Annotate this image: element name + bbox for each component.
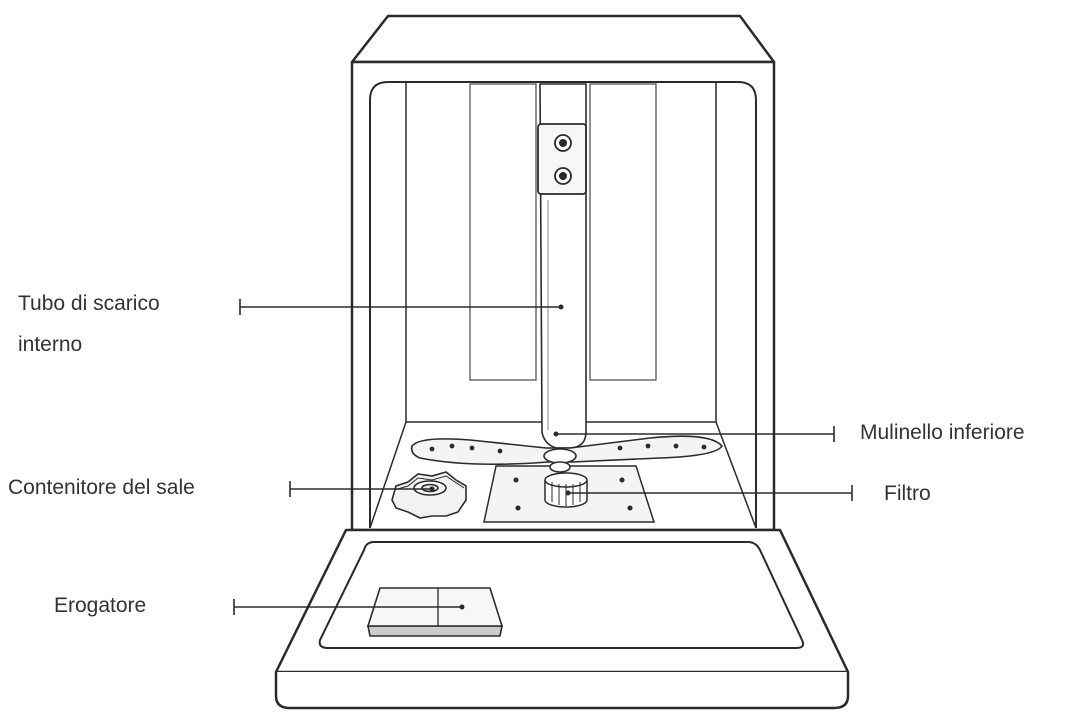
internal-drain-tube [537,83,587,449]
leader-line-spray-arm [553,426,835,442]
leader-line-salt-container [289,481,435,497]
leader-lines [233,299,853,615]
labels: Tubo di scarico interno Mulinello inferi… [8,292,1025,617]
leader-line-drain-tube [239,299,564,315]
label-drain-tube-line1: Tubo di scarico [18,292,160,315]
back-wall-details [469,83,657,381]
dispenser [366,587,504,637]
label-drain-tube-line2: interno [18,333,82,356]
lower-spray-arm [410,435,723,473]
dishwasher-door [274,528,850,710]
label-lower-spray-arm: Mulinello inferiore [860,421,1025,444]
leader-line-dispenser [233,599,465,615]
label-dispenser: Erogatore [54,594,146,617]
label-filter: Filtro [884,482,931,505]
filter [544,472,588,508]
label-salt-container: Contenitore del sale [8,476,195,499]
leader-line-filter [565,485,853,501]
